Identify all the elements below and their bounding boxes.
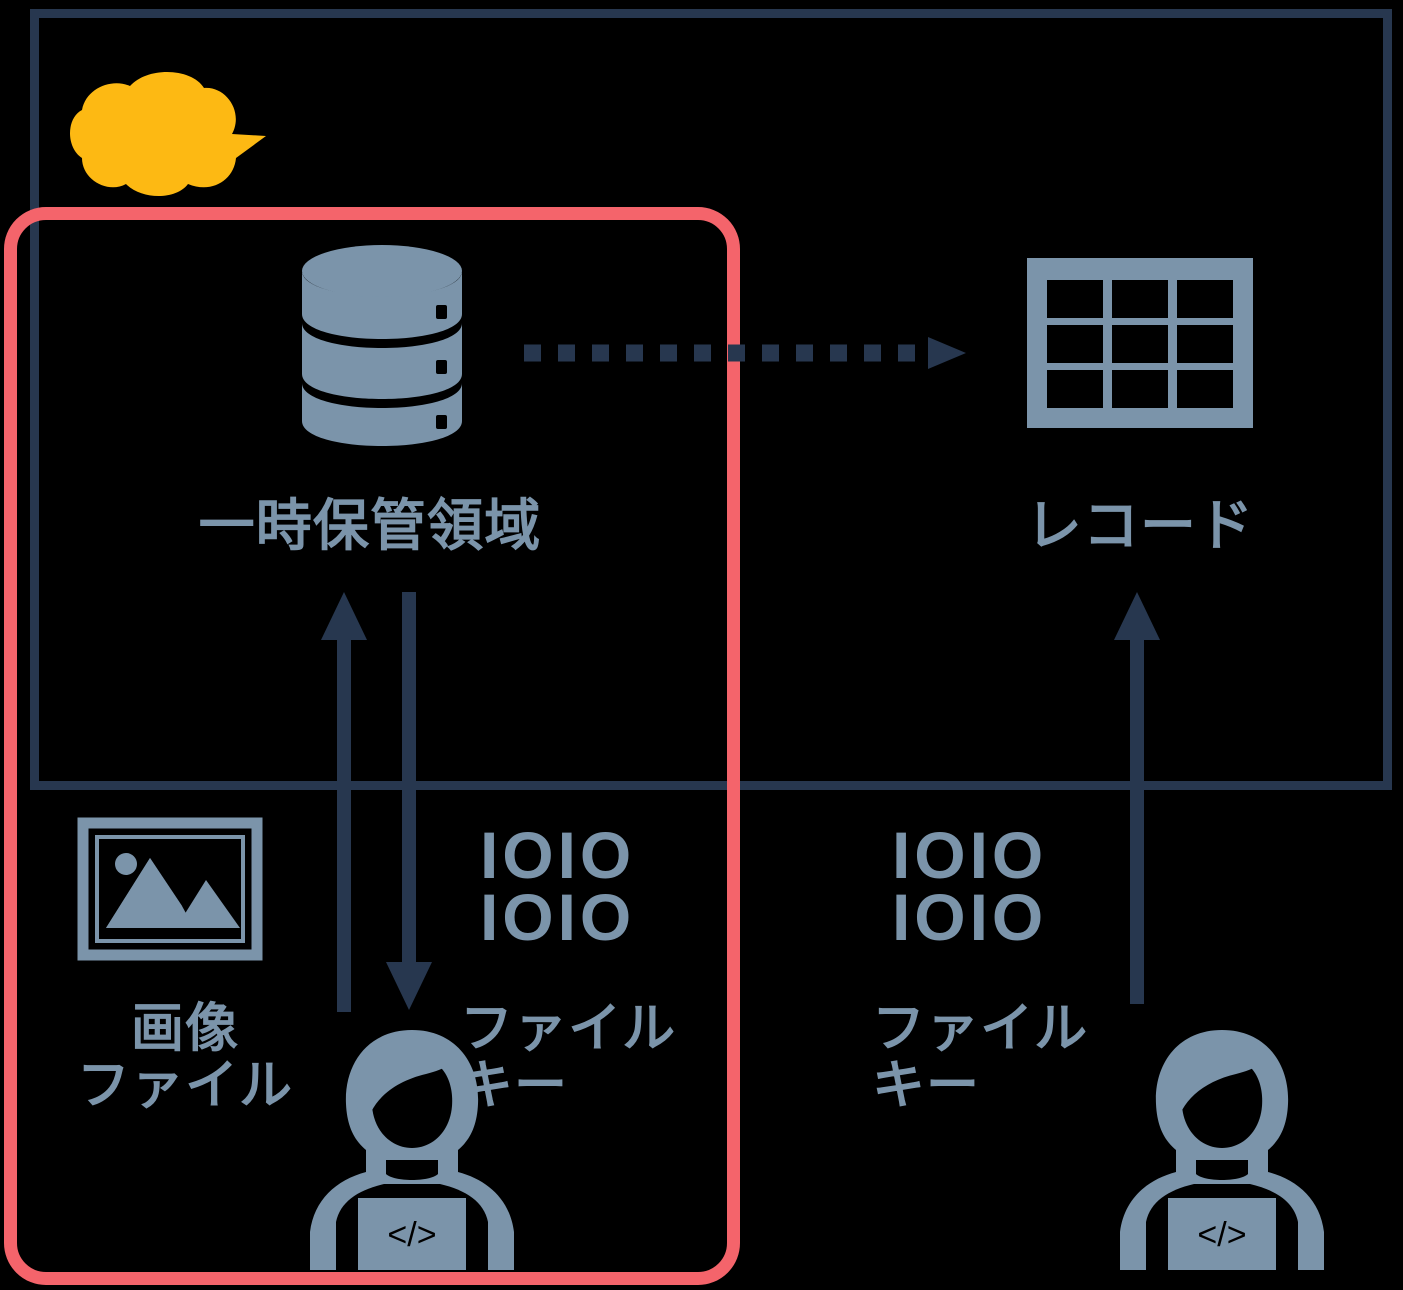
binary-icon-right: IOIO IOIO <box>892 818 1048 955</box>
developer-icon-right: </> <box>1106 1022 1338 1274</box>
code-glyph-right: </> <box>1197 1216 1246 1254</box>
code-glyph-left: </> <box>387 1216 436 1254</box>
file-key-left-label: ファイル キー <box>460 999 677 1116</box>
file-key-right-label: ファイル キー <box>872 999 1089 1116</box>
highlighted-scope-frame <box>4 207 740 1285</box>
database-icon <box>296 243 476 448</box>
upload-arrow <box>318 592 370 1012</box>
image-file-label: 画像 ファイル <box>76 999 294 1116</box>
cloud-icon <box>60 48 290 198</box>
register-arrow <box>1111 592 1163 1004</box>
filekey-return-arrow <box>383 592 435 1010</box>
table-grid-icon <box>1027 258 1253 428</box>
binary-icon-left: IOIO IOIO <box>480 818 636 955</box>
persist-arrow-dotted <box>520 336 980 370</box>
image-file-icon <box>77 817 263 961</box>
temp-storage-label: 一時保管領域 <box>198 494 542 557</box>
system-boundary-frame <box>30 9 1392 790</box>
record-label: レコード <box>1025 494 1255 557</box>
developer-icon-left: </> <box>296 1022 528 1274</box>
